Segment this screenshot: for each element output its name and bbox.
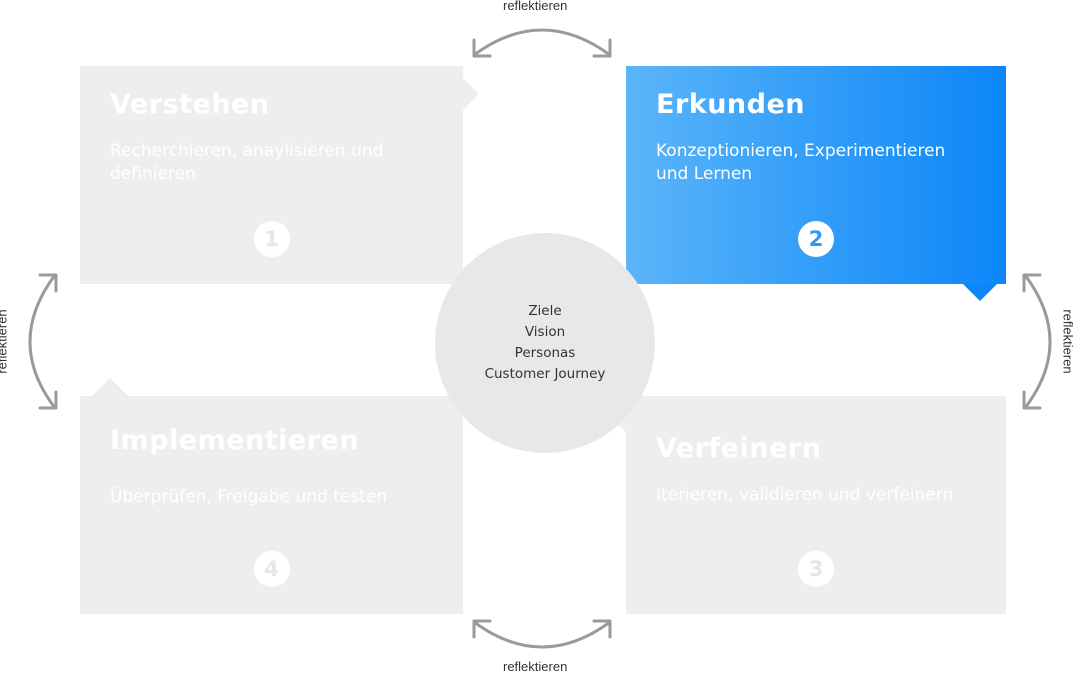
- step-number-badge: 2: [798, 221, 834, 257]
- card-description: Iterieren, validieren und verfeinern: [656, 485, 954, 505]
- card-notch: [463, 78, 479, 110]
- step-number-badge: 3: [798, 551, 834, 587]
- card-verstehen: Verstehen Recherchieren, anaylisieren un…: [80, 66, 463, 284]
- card-notch: [92, 378, 128, 396]
- center-line: Ziele: [528, 303, 562, 319]
- card-implementieren: Implementieren Überprüfen, Freigabe und …: [80, 396, 463, 614]
- card-title: Erkunden: [656, 89, 806, 120]
- card-description: Recherchieren, anaylisieren und definier…: [110, 141, 384, 184]
- center-core-circle: Ziele Vision Personas Customer Journey: [435, 233, 655, 453]
- card-notch: [963, 284, 997, 301]
- card-title: Verfeinern: [656, 433, 822, 464]
- card-title: Implementieren: [110, 425, 360, 456]
- reflect-label-left: reflektieren: [0, 309, 10, 374]
- card-erkunden: Erkunden Konzeptionieren, Experimentiere…: [626, 66, 1006, 284]
- card-title: Verstehen: [110, 89, 270, 120]
- step-number-badge: 1: [253, 221, 290, 257]
- bottom-curved-arrow-icon: [472, 620, 612, 649]
- card-description: Überprüfen, Freigabe und testen: [110, 487, 388, 507]
- card-description: Konzeptionieren, Experimentieren und Ler…: [656, 141, 946, 184]
- center-line: Vision: [524, 324, 566, 340]
- left-curved-arrow-icon: [28, 273, 57, 410]
- center-line: Customer Journey: [484, 366, 606, 382]
- reflect-label-right: reflektieren: [1060, 309, 1076, 374]
- card-verfeinern: Verfeinern Iterieren, validieren und ver…: [626, 396, 1006, 614]
- reflect-label-bottom: reflektieren: [503, 659, 568, 674]
- center-line: Personas: [514, 345, 576, 361]
- reflect-label-top: reflektieren: [503, 0, 568, 13]
- top-curved-arrow-icon: [472, 28, 612, 57]
- right-curved-arrow-icon: [1023, 273, 1052, 410]
- step-number-badge: 4: [253, 551, 290, 587]
